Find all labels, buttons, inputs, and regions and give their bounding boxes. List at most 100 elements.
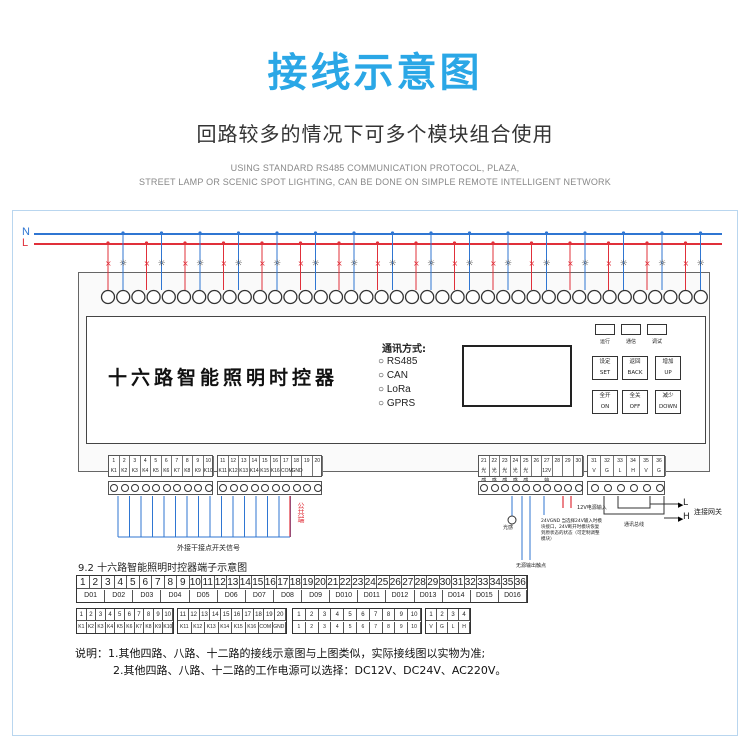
screw-terminal: [110, 484, 119, 492]
terminal-label: H: [631, 468, 635, 474]
terminal-number: 30: [439, 576, 452, 589]
output-terminal: [100, 289, 116, 305]
n-junction: [467, 231, 472, 235]
terminal-number: 4: [459, 609, 470, 621]
terminal-number: 34: [489, 576, 502, 589]
terminal-number: 6: [125, 609, 135, 621]
output-terminal: [131, 289, 146, 305]
terminal-number: 11: [178, 609, 189, 621]
l-junction: [298, 241, 303, 245]
terminal-label: K9: [154, 622, 164, 633]
terminal-label: D06: [218, 590, 246, 602]
terminal-number: 1: [77, 576, 90, 589]
switch-mark: ×: [683, 259, 690, 268]
l-junction: [375, 241, 380, 245]
terminal-number: 26: [533, 458, 540, 464]
terminal-label: K3: [96, 622, 106, 633]
output-terminal: [283, 289, 298, 305]
terminal-number: 24: [512, 458, 519, 464]
terminal-cell: 29: [563, 456, 574, 476]
terminal-number: 2: [122, 458, 126, 464]
terminal-number: 14: [210, 609, 222, 621]
terminal-number: 5: [127, 576, 140, 589]
n-junction: [429, 231, 433, 235]
device-strip-mid-screws: [217, 481, 322, 495]
screw-terminal: [131, 484, 140, 492]
terminal-cell: 20: [313, 456, 323, 476]
terminal-label: 2: [306, 622, 319, 633]
terminal-number: 4: [114, 576, 127, 589]
screw-terminal: [574, 484, 583, 492]
terminal-number: 5: [115, 609, 125, 621]
terminal-label: 5: [344, 622, 357, 633]
terminal-number: 32: [604, 458, 610, 464]
terminal-number: 13: [240, 458, 247, 464]
terminal-number: 9: [196, 458, 200, 464]
lamp-icon: ☼: [158, 259, 166, 269]
lamp-icon: ☼: [658, 259, 666, 269]
terminal-number: 16: [232, 609, 243, 621]
note-line-1: 说明：1.其他四路、八路、十二路的接线示意图与上图类似，实际接线图以实物为准;: [75, 647, 486, 660]
terminal-number: 10: [408, 609, 421, 621]
output-terminal: [161, 289, 176, 305]
switch-mark: ×: [298, 259, 305, 268]
screw-terminal: [303, 484, 312, 492]
terminal-number: 25: [522, 458, 529, 464]
output-terminal: [374, 289, 389, 305]
power-note: 24VGND 当选择24V输入时模块接口，24V断开时模块恢复到原状态的状态（可…: [541, 519, 602, 542]
n-junction: [352, 231, 356, 235]
terminal-number: 10: [163, 609, 173, 621]
terminal-cell: 2712V输入: [542, 456, 553, 494]
output-terminal: [678, 289, 693, 305]
screw-terminal: [292, 484, 301, 492]
page-subtitle: 回路较多的情况下可多个模块组合使用: [196, 122, 554, 146]
terminal-number: 28: [414, 576, 427, 589]
terminal-number: 12: [188, 609, 200, 621]
terminal-label: V: [426, 622, 437, 633]
terminal-number: 23: [501, 458, 508, 464]
passive-output-label: 无源输出触点: [516, 563, 547, 569]
terminal-number: 8: [382, 609, 396, 621]
terminal-label: 3: [319, 622, 332, 633]
terminal-number: 13: [199, 609, 211, 621]
terminal-number: 10: [189, 576, 202, 589]
output-terminal: [116, 289, 131, 305]
terminal-label: D011: [358, 590, 387, 602]
comm-option-gprs: ○ GPRS: [378, 398, 416, 409]
output-terminal: [389, 289, 404, 305]
comm-title: 通讯方式:: [382, 344, 426, 355]
terminal-label: 10: [408, 622, 421, 633]
led-comm: [621, 324, 641, 335]
output-terminal: [465, 289, 480, 305]
terminal-number: 9: [395, 609, 409, 621]
terminal-number: 15: [261, 458, 268, 464]
terminal-number: 2: [437, 609, 448, 621]
terminal-label: D013: [415, 590, 443, 602]
terminal-number: 22: [339, 576, 352, 589]
l-junction: [645, 241, 649, 245]
terminal-number: 35: [502, 576, 515, 589]
terminal-label: D015: [471, 590, 499, 602]
screw-terminal: [522, 484, 531, 492]
terminal-label: COM: [281, 468, 293, 474]
terminal-number: 2: [89, 576, 102, 589]
led-debug: [647, 324, 667, 335]
terminal-number: 7: [175, 458, 179, 464]
arrow-l: ▶: [678, 501, 684, 509]
